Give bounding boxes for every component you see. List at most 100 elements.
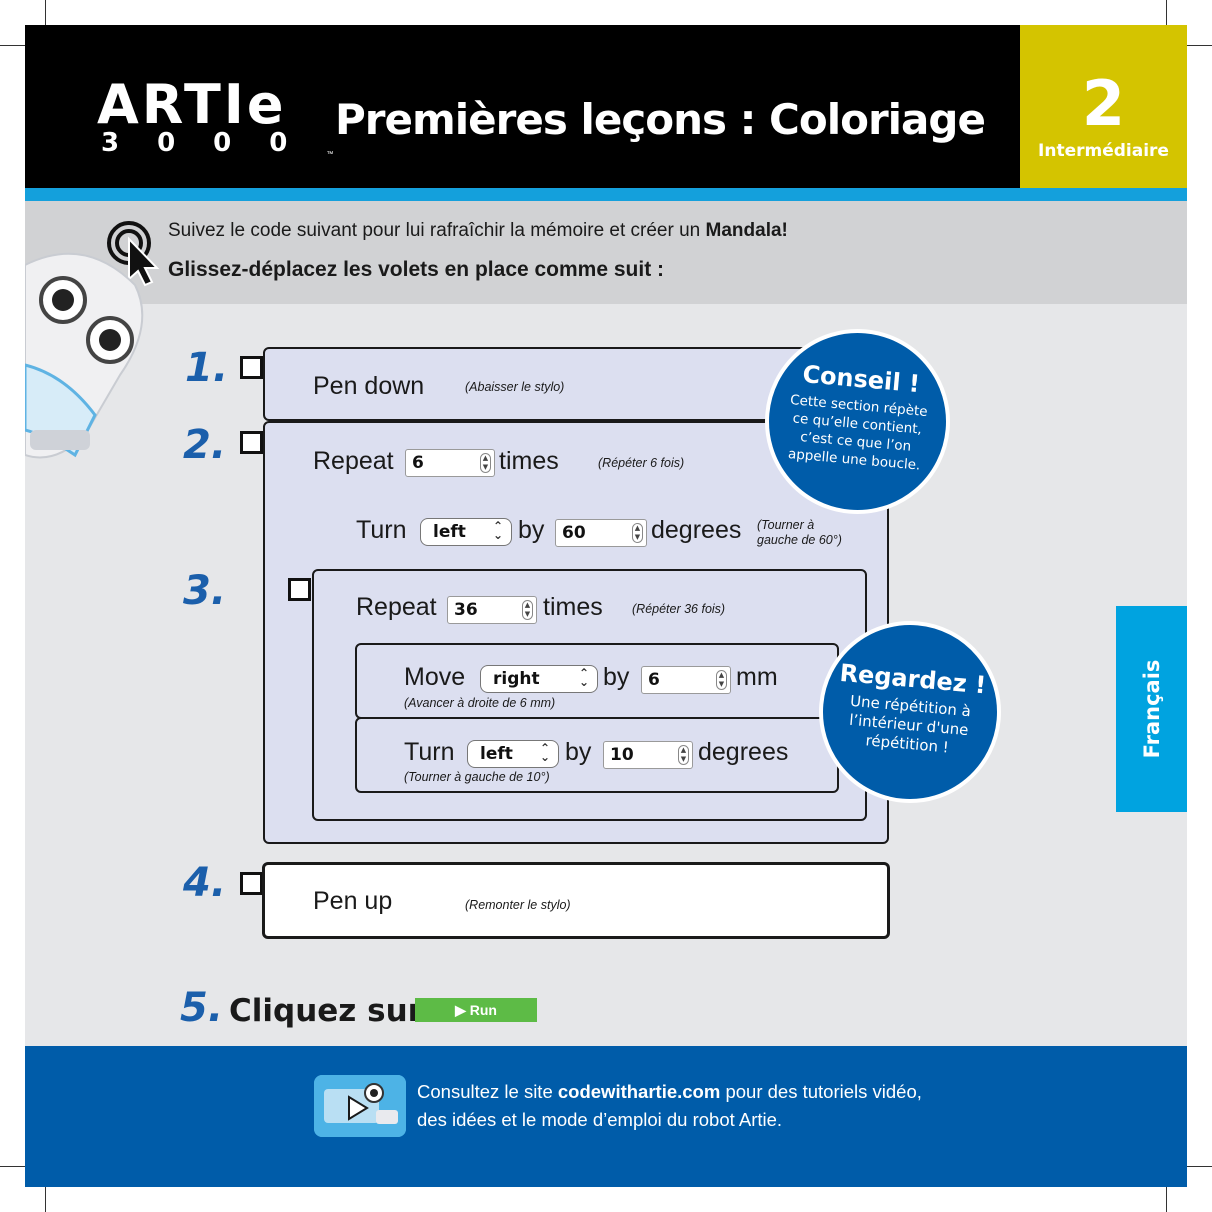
step-1-checkbox[interactable]: [240, 356, 263, 379]
header-bar: ARTIe 3000 ™ Premières leçons : Coloriag…: [25, 25, 1020, 188]
run-button[interactable]: ▶ Run: [415, 998, 537, 1022]
step-number-2: 2.: [183, 422, 227, 468]
turn-direction-select[interactable]: left ⌃⌄: [467, 740, 559, 768]
step-number-4: 4.: [183, 860, 227, 906]
degrees-label: degrees: [698, 738, 789, 766]
logo-wordmark: ARTIe: [97, 73, 287, 136]
repeat-note: (Répéter 6 fois): [598, 456, 685, 470]
instructions-band: Suivez le code suivant pour lui rafraîch…: [25, 201, 1187, 304]
turn-label: Turn: [404, 738, 455, 766]
footer-text: Consultez le site codewithartie.com pour…: [417, 1078, 922, 1134]
video-play-icon: [314, 1075, 406, 1137]
crop-mark: [1182, 45, 1212, 46]
turn-note-line-1: (Tourner à: [757, 518, 815, 532]
degrees-label: degrees: [651, 516, 742, 544]
repeat-36-block[interactable]: Repeat 36 ▲▼ times (Répéter 36 fois) Mov…: [312, 569, 867, 821]
turn-degrees-input[interactable]: 60 ▲▼: [555, 519, 647, 547]
crop-mark: [45, 0, 46, 30]
turn-block[interactable]: Turn left ⌃⌄ by 10 ▲▼ degrees (Tourner à…: [355, 717, 839, 793]
conseil-body: Cette section répète ce qu’elle contient…: [765, 389, 948, 476]
step-4-checkbox[interactable]: [240, 872, 263, 895]
click-instruction: Cliquez sur: [229, 993, 423, 1029]
repeat-count-input[interactable]: 6 ▲▼: [405, 449, 495, 477]
footer-suffix: pour des tutoriels vidéo,: [720, 1081, 922, 1102]
turn-label: Turn: [356, 516, 407, 544]
turn-note: (Tourner à gauche de 10°): [404, 770, 550, 784]
repeat-count-input[interactable]: 36 ▲▼: [447, 596, 537, 624]
lesson-sheet: ARTIe 3000 ™ Premières leçons : Coloriag…: [25, 25, 1187, 1187]
artie-robot-illustration: [25, 252, 144, 459]
pen-up-block[interactable]: Pen up (Remonter le stylo): [262, 862, 890, 939]
by-label: by: [603, 663, 630, 691]
turn-note-line-2: gauche de 60°): [757, 533, 842, 547]
step-number-5: 5.: [180, 985, 224, 1031]
turn-direction-value: left: [433, 522, 466, 542]
turn-direction-value: left: [480, 744, 513, 764]
pen-up-note: (Remonter le stylo): [465, 898, 571, 912]
crop-mark: [1166, 0, 1167, 30]
pointer-click-icon: [107, 221, 160, 287]
chevron-updown-icon: ⌃⌄: [578, 666, 589, 689]
move-direction-value: right: [493, 669, 540, 689]
crop-mark: [45, 1182, 46, 1212]
language-tab: Français: [1116, 606, 1187, 812]
spinner-icon[interactable]: ▲▼: [716, 670, 727, 690]
page-title: Premières leçons : Coloriage: [335, 95, 986, 144]
repeat-count-value: 6: [412, 453, 424, 473]
artie-logo: ARTIe 3000 ™: [97, 73, 333, 159]
turn-degrees-input[interactable]: 10 ▲▼: [603, 741, 693, 769]
level-badge: 2 Intermédiaire: [1020, 25, 1187, 188]
spinner-icon[interactable]: ▲▼: [480, 453, 491, 473]
move-distance-input[interactable]: 6 ▲▼: [641, 666, 731, 694]
pen-down-block[interactable]: Pen down (Abaisser le stylo): [263, 347, 863, 421]
pen-down-label: Pen down: [313, 372, 425, 400]
footer-band: Consultez le site codewithartie.com pour…: [25, 1046, 1187, 1187]
turn-degrees-value: 10: [610, 745, 634, 765]
step-number-3: 3.: [183, 568, 227, 614]
by-label: by: [565, 738, 592, 766]
times-label: times: [499, 447, 559, 475]
instruction-line-2: Glissez-déplacez les volets en place com…: [168, 258, 665, 281]
move-block[interactable]: Move right ⌃⌄ by 6 ▲▼ mm (Avancer à droi…: [355, 643, 839, 719]
step-2-checkbox[interactable]: [240, 431, 263, 454]
step-number-1: 1.: [185, 345, 229, 391]
pen-up-label: Pen up: [313, 887, 393, 915]
logo-model: 3000: [101, 128, 326, 158]
footer-line-2: des idées et le mode d’emploi du robot A…: [417, 1109, 783, 1130]
move-distance-value: 6: [648, 670, 660, 690]
footer-line-1: Consultez le site codewithartie.com pour…: [417, 1078, 922, 1106]
move-direction-select[interactable]: right ⌃⌄: [480, 665, 598, 693]
turn-degrees-value: 60: [562, 523, 586, 543]
times-label: times: [543, 593, 603, 621]
footer-prefix: Consultez le site: [417, 1081, 558, 1102]
instruction-text: Suivez le code suivant pour lui rafraîch…: [168, 220, 706, 241]
repeat-count-value: 36: [454, 600, 478, 620]
step-3-checkbox[interactable]: [288, 578, 311, 601]
repeat-6-block[interactable]: Repeat 6 ▲▼ times (Répéter 6 fois) Turn …: [263, 421, 889, 844]
language-label: Français: [1139, 659, 1164, 759]
chevron-updown-icon: ⌃⌄: [492, 519, 503, 542]
header-stripe: [25, 188, 1187, 201]
spinner-icon[interactable]: ▲▼: [522, 600, 533, 620]
turn-direction-select[interactable]: left ⌃⌄: [420, 518, 512, 546]
by-label: by: [518, 516, 545, 544]
mm-label: mm: [736, 663, 778, 691]
crop-mark: [0, 45, 30, 46]
trademark: ™: [326, 151, 334, 158]
crop-mark: [0, 1166, 30, 1167]
level-number: 2: [1081, 67, 1126, 140]
repeat-label: Repeat: [356, 593, 437, 621]
level-label: Intermédiaire: [1038, 141, 1169, 161]
regardez-body: Une répétition à l’intérieur d'une répét…: [820, 689, 998, 761]
instruction-line-1: Suivez le code suivant pour lui rafraîch…: [168, 220, 788, 242]
instruction-bold: Mandala!: [705, 220, 788, 241]
move-label: Move: [404, 663, 466, 691]
pen-down-note: (Abaisser le stylo): [465, 380, 565, 394]
repeat-note: (Répéter 36 fois): [632, 602, 726, 616]
repeat-label: Repeat: [313, 447, 394, 475]
spinner-icon[interactable]: ▲▼: [632, 523, 643, 543]
crop-mark: [1182, 1166, 1212, 1167]
spinner-icon[interactable]: ▲▼: [678, 745, 689, 765]
website-link[interactable]: codewithartie.com: [557, 1081, 721, 1102]
move-note: (Avancer à droite de 6 mm): [404, 696, 556, 710]
